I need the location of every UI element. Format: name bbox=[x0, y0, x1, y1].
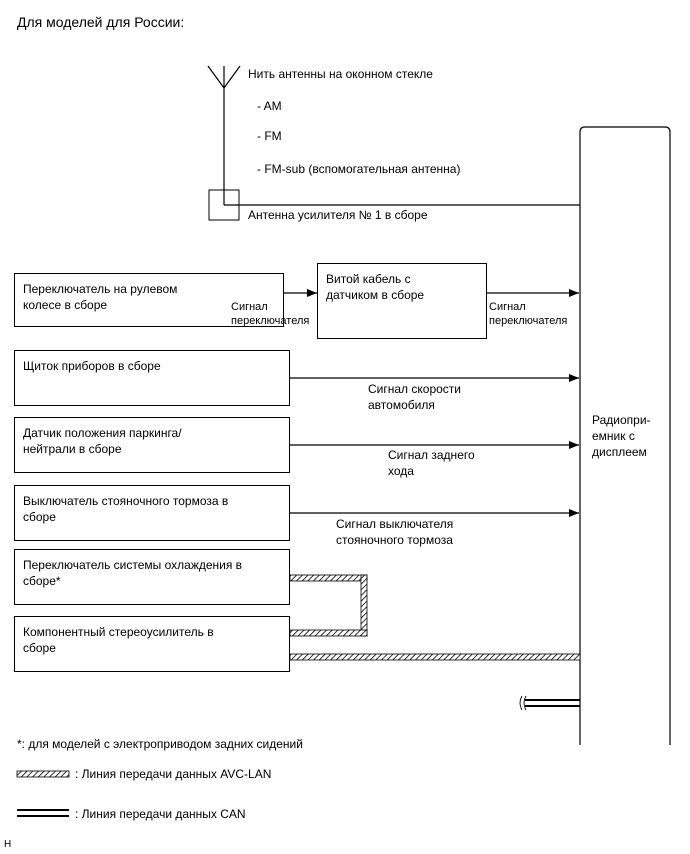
spiral-cable-label: Витой кабель с датчиком в сборе bbox=[326, 272, 425, 302]
combination-meter-box: Щиток приборов в сборе bbox=[14, 350, 290, 406]
antenna-icon bbox=[207, 65, 580, 221]
parking-brake-box: Выключатель стояночного тормоза в сборе bbox=[14, 485, 290, 541]
radio-label: Радиопри- емник с дисплеем bbox=[592, 413, 651, 459]
avc-lan-line bbox=[289, 574, 581, 661]
corner-mark: H bbox=[4, 839, 12, 850]
avc-lan-legend-label: : Линия передачи данных AVC-LAN bbox=[75, 767, 272, 781]
steering-switch-label: Переключатель на рулевом колесе в сборе bbox=[23, 282, 178, 312]
radio-outline bbox=[579, 126, 671, 745]
combination-meter-label: Щиток приборов в сборе bbox=[23, 359, 161, 373]
avc-lan-legend-swatch bbox=[16, 770, 70, 778]
speed-signal-label: Сигнал скорости автомобиля bbox=[368, 382, 461, 412]
footnote: *: для моделей с электроприводом задних … bbox=[17, 737, 303, 751]
steering-switch-box: Переключатель на рулевом колесе в сборе bbox=[14, 273, 284, 327]
band-am: - AM bbox=[257, 99, 282, 113]
switch-signal-label-1: Сигнал переключателя bbox=[231, 301, 310, 327]
can-legend-label: : Линия передачи данных CAN bbox=[75, 807, 246, 821]
can-legend-swatch bbox=[17, 809, 69, 817]
band-fm: - FM bbox=[257, 129, 282, 143]
brake-signal-label: Сигнал выключателя стояночного тормоза bbox=[336, 517, 454, 547]
stereo-amp-box: Компонентный стереоусилитель в сборе bbox=[14, 616, 290, 672]
switch-signal-label-2: Сигнал переключателя bbox=[489, 301, 568, 327]
cooling-switch-box: Переключатель системы охлаждения в сборе… bbox=[14, 549, 290, 605]
park-neutral-box: Датчик положения паркинга/ нейтрали в сб… bbox=[14, 417, 290, 473]
parking-brake-label: Выключатель стояночного тормоза в сборе bbox=[23, 494, 229, 524]
cooling-switch-label: Переключатель системы охлаждения в сборе… bbox=[23, 558, 243, 588]
park-neutral-label: Датчик положения паркинга/ нейтрали в сб… bbox=[23, 426, 182, 456]
antenna-wire-label: Нить антенны на оконном стекле bbox=[248, 67, 433, 81]
can-line bbox=[519, 695, 580, 711]
page-title: Для моделей для России: bbox=[17, 14, 185, 30]
spiral-cable-box: Витой кабель с датчиком в сборе bbox=[317, 263, 487, 339]
antenna-amp-label: Антенна усилителя № 1 в сборе bbox=[248, 208, 428, 222]
reverse-signal-label: Сигнал заднего хода bbox=[388, 448, 475, 478]
stereo-amp-label: Компонентный стереоусилитель в сборе bbox=[23, 625, 214, 655]
band-fm-sub: - FM-sub (вспомогательная антенна) bbox=[257, 162, 461, 176]
